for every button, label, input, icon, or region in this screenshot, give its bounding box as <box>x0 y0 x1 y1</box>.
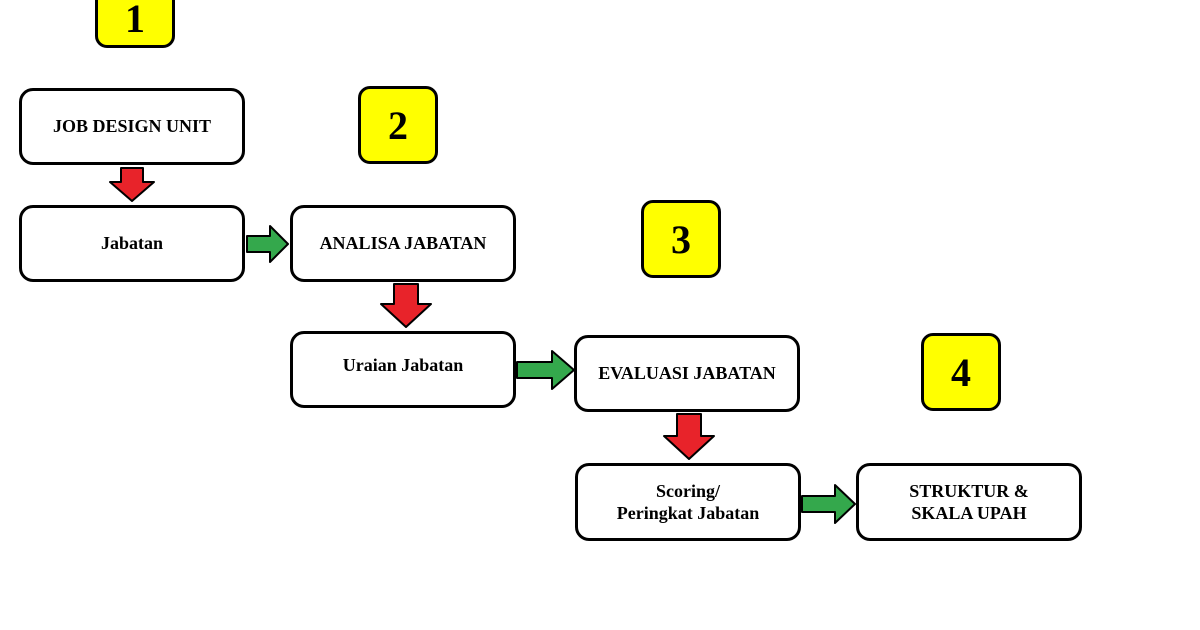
scoring-label-line2: Peringkat Jabatan <box>616 503 760 523</box>
right-arrow-icon <box>801 484 856 524</box>
struktur-skala-upah-box: STRUKTUR & SKALA UPAH <box>856 463 1082 541</box>
scoring-label-line1: Scoring/ <box>655 480 720 501</box>
down-arrow-icon <box>109 167 155 202</box>
right-arrow-icon <box>246 225 289 263</box>
down-arrow-icon <box>663 413 715 460</box>
jabatan-box: Jabatan <box>19 205 245 282</box>
jabatan-label: Jabatan <box>100 233 163 254</box>
uraian-jabatan-label: Uraian Jabatan <box>342 355 464 376</box>
analisa-jabatan-label: ANALISA JABATAN <box>319 233 487 254</box>
uraian-jabatan-box: Uraian Jabatan <box>290 331 516 408</box>
step-4-badge: 4 <box>921 333 1001 411</box>
step-3-badge: 3 <box>641 200 721 278</box>
job-design-unit-box: JOB DESIGN UNIT <box>19 88 245 165</box>
job-design-unit-label: JOB DESIGN UNIT <box>52 116 212 137</box>
step-2-badge: 2 <box>358 86 438 164</box>
right-arrow-icon <box>516 350 575 390</box>
analisa-jabatan-box: ANALISA JABATAN <box>290 205 516 282</box>
struktur-label-line2: SKALA UPAH <box>911 503 1027 523</box>
struktur-label-line1: STRUKTUR & <box>909 480 1029 501</box>
step-1-badge: 1 <box>95 0 175 48</box>
down-arrow-icon <box>380 283 432 328</box>
evaluasi-jabatan-label: EVALUASI JABATAN <box>598 363 776 384</box>
evaluasi-jabatan-box: EVALUASI JABATAN <box>574 335 800 412</box>
scoring-peringkat-box: Scoring/ Peringkat Jabatan <box>575 463 801 541</box>
